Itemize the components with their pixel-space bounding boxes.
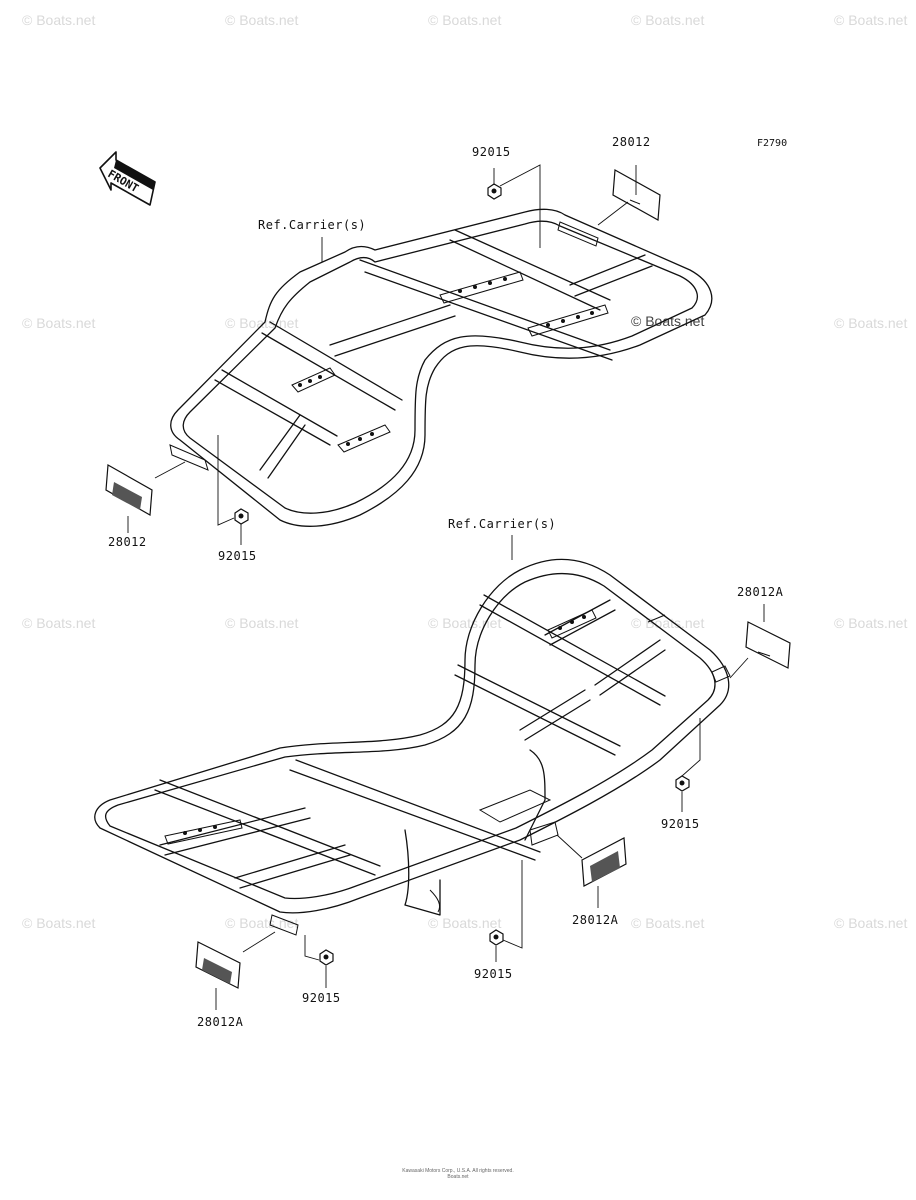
watermark: © Boats.net [834, 315, 908, 331]
watermark: © Boats.net [22, 615, 96, 631]
callout-lower-reflector-right-bottom: 28012A [572, 913, 619, 927]
watermark: © Boats.net [22, 915, 96, 931]
watermark: © Boats.net [834, 615, 908, 631]
copyright-line: Kawasaki Motors Corp., U.S.A. All rights… [402, 1168, 514, 1174]
callout-lower-nut-left: 92015 [302, 991, 341, 1005]
callout-lower-nut-right: 92015 [661, 817, 700, 831]
watermark: © Boats.net [428, 615, 502, 631]
front-arrow-icon [99, 151, 156, 206]
callout-upper-reflector-left: 28012 [108, 535, 147, 549]
upper-nut-top [487, 183, 502, 200]
lower-nut-center [489, 929, 504, 946]
callout-upper-reflector-top: 28012 [612, 135, 651, 149]
callout-lower-carrier-ref: Ref.Carrier(s) [448, 517, 557, 531]
lower-nut-left [319, 949, 334, 966]
callout-upper-nut-top: 92015 [472, 145, 511, 159]
copyright-line-2: Boats.net [447, 1174, 469, 1180]
upper-reflector-top [612, 169, 661, 221]
upper-carrier-frame [169, 208, 713, 527]
callout-lower-reflector-right-top: 28012A [737, 585, 784, 599]
watermark: © Boats.net [834, 12, 908, 28]
lower-reflector-left [195, 941, 241, 989]
watermark-inline: © Boats.net [631, 313, 705, 329]
callout-upper-nut-bottom: 92015 [218, 549, 257, 563]
callout-lower-reflector-left: 28012A [197, 1015, 244, 1029]
figure-code: F2790 [757, 138, 788, 149]
watermark: © Boats.net [631, 12, 705, 28]
watermark: © Boats.net [428, 915, 502, 931]
watermark: © Boats.net [225, 915, 299, 931]
lower-reflector-right-bottom [581, 837, 627, 887]
watermark: © Boats.net [631, 915, 705, 931]
watermark: © Boats.net [428, 12, 502, 28]
watermark: © Boats.net [225, 315, 299, 331]
callout-upper-carrier-ref: Ref.Carrier(s) [258, 218, 367, 232]
lower-nut-right [675, 775, 690, 792]
watermark: © Boats.net [22, 12, 96, 28]
watermark: © Boats.net [631, 615, 705, 631]
callout-lower-nut-center: 92015 [474, 967, 513, 981]
upper-nut-bottom [234, 508, 249, 525]
copyright-footer: Kawasaki Motors Corp., U.S.A. All rights… [308, 1168, 608, 1180]
lower-reflector-right-top [745, 621, 791, 669]
lower-carrier-frame [94, 558, 731, 936]
watermark: © Boats.net [225, 615, 299, 631]
watermark: © Boats.net [834, 915, 908, 931]
upper-reflector-left [105, 464, 153, 516]
watermark: © Boats.net [225, 12, 299, 28]
watermark: © Boats.net [22, 315, 96, 331]
